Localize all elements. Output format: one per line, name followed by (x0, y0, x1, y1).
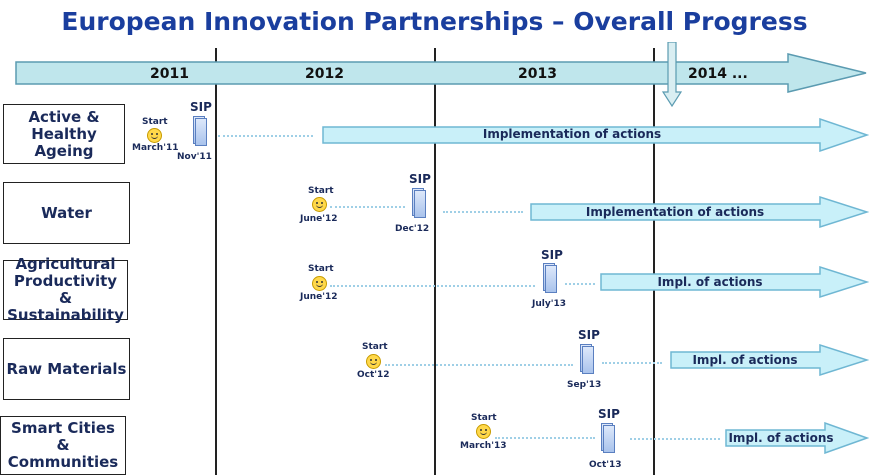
year-label-2014: 2014 ... (688, 66, 748, 82)
partnership-label-agricultural-productivity: Agricultural Productivity & Sustainabili… (3, 256, 128, 324)
start-label: Start (471, 413, 497, 423)
partnership-label-raw-materials: Raw Materials (3, 338, 130, 400)
partnership-label-smart-cities: Smart Cities & Communities (0, 416, 126, 475)
sip-document-icon (601, 423, 615, 453)
timeline-arrow (15, 53, 867, 93)
start-date: March'11 (132, 143, 179, 153)
progress-dots (385, 364, 573, 366)
implementation-label: Implementation of actions (482, 127, 662, 141)
sip-date: Dec'12 (395, 224, 430, 234)
implementation-label: Impl. of actions (657, 275, 763, 289)
current-date-marker-icon (662, 42, 682, 108)
start-date: June'12 (300, 292, 338, 302)
implementation-arrow (725, 422, 869, 454)
sip-date: Sep'13 (567, 380, 602, 390)
start-label: Start (362, 342, 388, 352)
year-label-2013: 2013 (518, 66, 557, 82)
start-label: Start (142, 117, 168, 127)
sip-label: SIP (578, 328, 600, 342)
start-smiley-icon (147, 128, 162, 143)
implementation-label: Impl. of actions (728, 431, 834, 445)
sip-label: SIP (541, 248, 563, 262)
year-divider-2012-2013 (434, 48, 436, 475)
start-date: March'13 (460, 441, 507, 451)
progress-dots (565, 283, 595, 285)
start-label: Start (308, 186, 334, 196)
sip-document-icon (412, 188, 426, 218)
progress-dots (330, 206, 405, 208)
year-divider-2011-2012 (215, 48, 217, 475)
sip-document-icon (193, 116, 207, 146)
start-smiley-icon (312, 197, 327, 212)
sip-document-icon (543, 263, 557, 293)
start-date: Oct'12 (357, 370, 390, 380)
sip-document-icon (580, 344, 594, 374)
implementation-arrow (670, 344, 869, 376)
start-smiley-icon (476, 424, 491, 439)
implementation-arrow (600, 266, 869, 298)
year-label-2011: 2011 (150, 66, 189, 82)
start-smiley-icon (312, 276, 327, 291)
sip-label: SIP (409, 172, 431, 186)
sip-date: Oct'13 (589, 460, 622, 470)
implementation-label: Implementation of actions (585, 205, 765, 219)
implementation-arrow (322, 118, 869, 152)
partnership-label-active-healthy-ageing: Active & Healthy Ageing (3, 104, 125, 164)
sip-label: SIP (190, 100, 212, 114)
progress-dots (330, 285, 535, 287)
progress-dots (495, 437, 595, 439)
progress-dots (602, 362, 662, 364)
partnership-label-water: Water (3, 182, 130, 244)
page-title: European Innovation Partnerships – Overa… (61, 7, 808, 36)
start-date: June'12 (300, 214, 338, 224)
sip-date: July'13 (532, 299, 566, 309)
implementation-label: Impl. of actions (692, 353, 798, 367)
year-divider-2013-2014 (653, 48, 655, 475)
progress-dots (630, 438, 720, 440)
year-label-2012: 2012 (305, 66, 344, 82)
implementation-arrow (530, 196, 869, 228)
progress-dots (218, 135, 313, 137)
start-smiley-icon (366, 354, 381, 369)
start-label: Start (308, 264, 334, 274)
progress-dots (443, 211, 523, 213)
sip-label: SIP (598, 407, 620, 421)
sip-date: Nov'11 (177, 152, 212, 162)
